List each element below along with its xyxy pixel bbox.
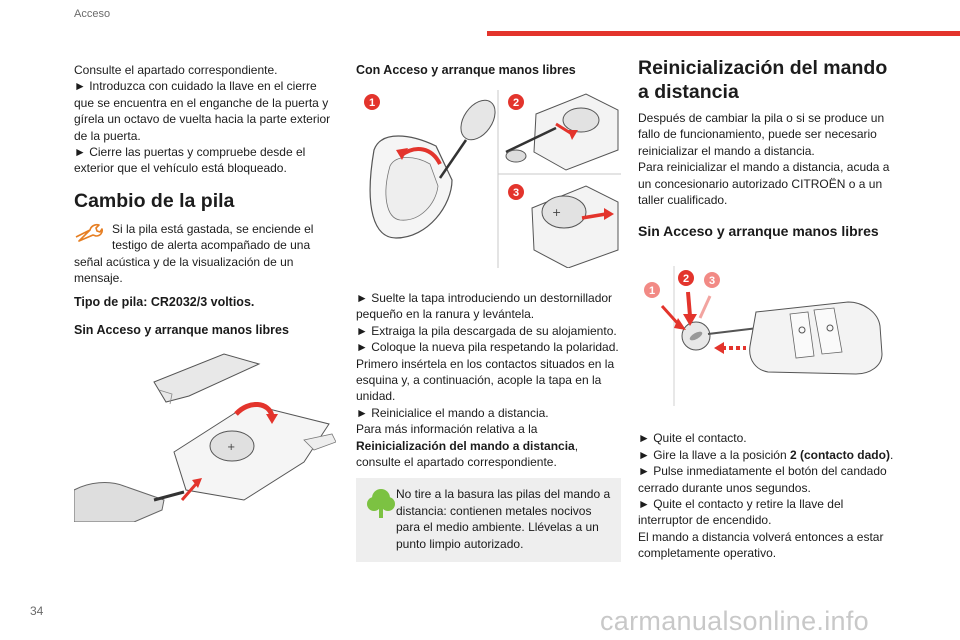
more-info-link-text: Reinicialización del mando a distancia — [356, 438, 575, 453]
more-info-pre: Para más información relativa a la — [356, 422, 538, 437]
warning-block: Si la pila está gastada, se enciende el … — [74, 221, 336, 254]
svg-text:+: + — [552, 206, 561, 219]
figure-key-ignition: 1 2 3 — [638, 256, 900, 407]
section-title-reinit: Reinicialización del mando a distancia — [638, 57, 888, 103]
figure-hands-free-battery: 1 2 + 3 — [356, 90, 621, 269]
section-title-battery: Cambio de la pila — [74, 189, 235, 212]
reinit-intro-1: Después de cambiar la pila o si se produ… — [638, 111, 885, 158]
step-press-lock: ► Pulse inmediatamente el botón del cand… — [638, 464, 887, 495]
wrench-warning-icon — [74, 221, 112, 243]
step-turn-key-post: . — [889, 447, 894, 462]
result-text: El mando a distancia volverá entonces a … — [638, 529, 884, 561]
step-close-doors: ► Cierre las puertas y compruebe desde e… — [74, 145, 306, 176]
intro-text: Consulte el apartado correspondiente. — [74, 63, 278, 77]
subtitle-with-hands-free: Con Acceso y arranque manos libres — [356, 63, 576, 77]
svg-text:+: + — [227, 442, 235, 453]
figure3-label-2: 2 — [683, 273, 689, 285]
watermark-text: carmanualsonline.info — [600, 606, 869, 636]
step-reinitialize: ► Reinicialice el mando a distancia. — [356, 405, 549, 420]
eco-note-box: No tire a la basura las pilas del mando … — [356, 478, 621, 563]
figure-label-3: 3 — [513, 187, 519, 199]
column-middle: Con Acceso y arranque manos libres 1 2 — [356, 62, 621, 563]
eco-note-text: No tire a la basura las pilas del mando … — [396, 487, 611, 551]
column-left: Consulte el apartado correspondiente. ► … — [73, 62, 337, 527]
step-insert-battery: ► Coloque la nueva pila respetando la po… — [356, 340, 619, 404]
tree-recycle-icon — [364, 486, 398, 520]
figure3-label-1: 1 — [649, 285, 655, 297]
step-insert-key: ► Introduzca con cuidado la llave en el … — [74, 79, 331, 143]
figure-label-1: 1 — [369, 97, 375, 109]
figure-key-battery-change: + — [73, 352, 337, 527]
step-turn-key: ► Gire la llave a la posición 2 (contact… — [638, 447, 900, 463]
battery-type: Tipo de pila: CR2032/3 voltios. — [74, 295, 255, 310]
subtitle-without-hands-free: Sin Acceso y arranque manos libres — [74, 323, 289, 338]
step-release-lid: ► Suelte la tapa introduciendo un destor… — [356, 291, 613, 322]
more-info-text: Para más información relativa a la Reini… — [356, 421, 621, 470]
step-remove-key: ► Quite el contacto y retire la llave de… — [638, 497, 844, 528]
column-right: Reinicialización del mando a distancia D… — [638, 56, 900, 562]
header-section-title: Acceso — [74, 8, 111, 20]
step-remove-battery: ► Extraiga la pila descargada de su aloj… — [356, 323, 617, 338]
figure3-label-3: 3 — [709, 275, 715, 287]
step-turn-key-position: 2 (contacto dado) — [789, 447, 890, 462]
warning-text-rest: señal acústica y de la visualización de … — [74, 254, 294, 286]
step-turn-key-pre: ► Gire la llave a la posición — [638, 447, 790, 462]
figure-label-2: 2 — [513, 97, 519, 109]
subtitle-reinit-without-hands-free: Sin Acceso y arranque manos libres — [638, 223, 879, 240]
warning-text-first: Si la pila está gastada, se enciende el … — [112, 221, 314, 253]
page-number: 34 — [30, 604, 44, 618]
header-red-bar — [487, 31, 960, 36]
reinit-intro-2: Para reinicializar el mando a distancia,… — [638, 160, 890, 208]
more-info-post: , consulte el apartado correspondiente. — [356, 438, 579, 470]
step-ignition-off: ► Quite el contacto. — [638, 431, 747, 446]
